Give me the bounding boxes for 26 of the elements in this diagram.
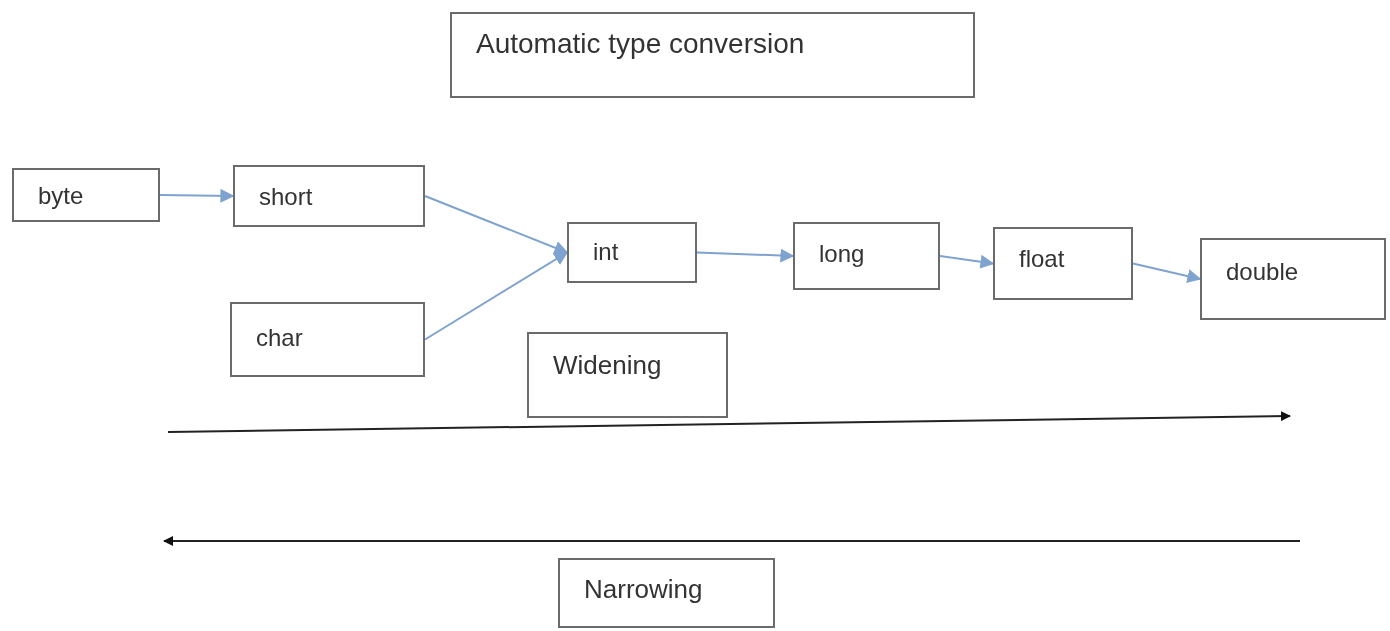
arrow: [939, 254, 995, 269]
box-label: double: [1226, 258, 1300, 286]
type-box: [558, 558, 775, 628]
title-box: [450, 12, 975, 98]
arrow: [159, 188, 235, 203]
arrow: [424, 251, 569, 341]
arrow: [696, 248, 795, 263]
box-label: byte: [38, 182, 85, 210]
type-box: [230, 302, 425, 377]
box-label: long: [819, 240, 866, 268]
box-label: int: [593, 238, 620, 266]
box-label: float: [1019, 245, 1066, 273]
box-label: short: [259, 183, 314, 211]
arrow: [424, 195, 569, 255]
box-label: Automatic type conversion: [476, 28, 806, 60]
type-box: [233, 165, 425, 227]
type-box: [993, 227, 1133, 300]
type-box: [793, 222, 940, 290]
arrow: [1132, 262, 1202, 283]
box-label: char: [256, 324, 304, 352]
box-label: Widening: [553, 350, 663, 381]
type-box: [12, 168, 160, 222]
type-box: [527, 332, 728, 418]
box-label: Narrowing: [584, 574, 704, 605]
type-box: [1200, 238, 1386, 320]
type-box: [567, 222, 697, 283]
